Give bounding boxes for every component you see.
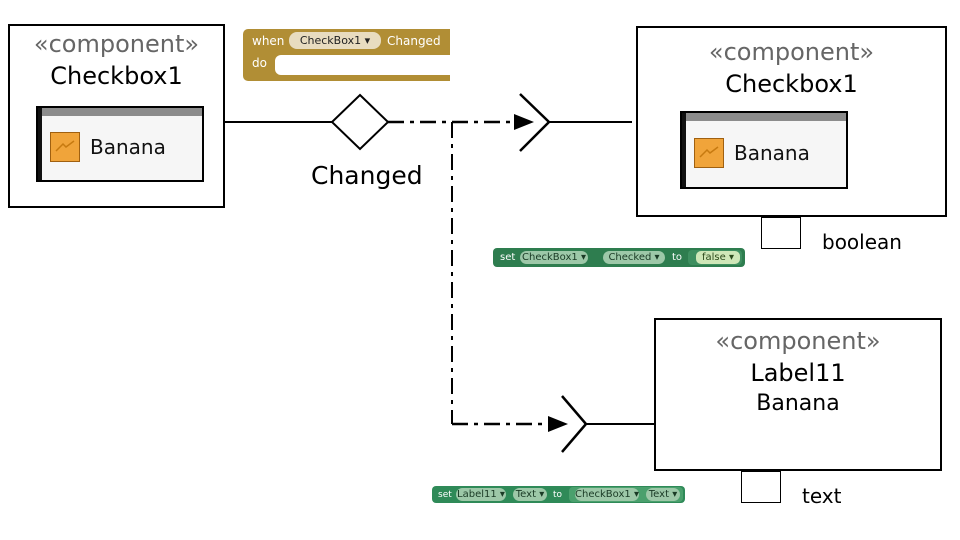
dropdown-arrow-icon: ▾ [672, 489, 678, 500]
do-slot[interactable] [275, 55, 450, 75]
to-keyword: to [553, 490, 563, 500]
source-property-label: Text [648, 489, 669, 500]
stereotype-label: «component» [708, 38, 875, 66]
boolean-value-label: false [701, 252, 726, 263]
widget-top-bar [38, 108, 202, 116]
label-component[interactable]: «component» Label11 Banana [654, 318, 942, 471]
component-dropdown[interactable]: Label11 ▾ [456, 488, 506, 501]
event-label: Changed [311, 161, 423, 190]
component-name: Label11 [750, 359, 846, 387]
checkbox-checked-icon[interactable] [50, 132, 80, 162]
source-property-dropdown[interactable]: Text ▾ [646, 488, 680, 501]
component-name: Checkbox1 [725, 70, 858, 98]
widget-left-bar [682, 113, 686, 187]
checkbox-label: Banana [734, 141, 810, 165]
when-keyword: when [252, 34, 285, 48]
component-name: Checkbox1 [50, 62, 183, 90]
flow-arrowhead-label [548, 416, 568, 432]
checkbox-checked-icon[interactable] [694, 138, 724, 168]
set-keyword: set [438, 490, 452, 500]
event-handler-block[interactable]: when CheckBox1 ▾ Changed do [243, 29, 450, 81]
boolean-port-label: boolean [822, 230, 902, 254]
component-dropdown-label: CheckBox1 [299, 34, 362, 47]
property-dropdown[interactable]: Checked ▾ [603, 251, 665, 264]
dropdown-arrow-icon: ▾ [364, 34, 371, 47]
component-dropdown[interactable]: CheckBox1 ▾ [520, 251, 588, 264]
stereotype-label: «component» [715, 327, 881, 355]
property-dropdown-label: Checked [608, 252, 652, 263]
checkbox-label: Banana [90, 135, 166, 159]
source-component-label: CheckBox1 [575, 489, 631, 500]
widget-top-bar [682, 113, 846, 121]
widget-left-bar [38, 108, 42, 180]
stereotype-label: «component» [33, 30, 200, 58]
label-value: Banana [756, 391, 840, 416]
component-dropdown-label: Label11 [457, 489, 497, 500]
event-diamond [330, 93, 390, 151]
component-dropdown-label: CheckBox1 [522, 252, 578, 263]
flow-arrowhead-checkbox [514, 114, 534, 130]
dropdown-arrow-icon: ▾ [499, 489, 505, 500]
text-port-label: text [802, 484, 842, 508]
component-dropdown[interactable]: CheckBox1 ▾ [289, 32, 381, 49]
set-checked-block[interactable]: set CheckBox1 ▾ Checked ▾ to false ▾ [493, 248, 745, 267]
property-dropdown-label: Text [515, 489, 536, 500]
target-checkbox-component[interactable]: «component» Checkbox1 Banana [636, 26, 947, 217]
do-keyword: do [252, 56, 267, 70]
source-checkbox-component[interactable]: «component» Checkbox1 Banana [8, 24, 225, 208]
text-port[interactable] [741, 471, 781, 503]
event-name: Changed [387, 34, 441, 48]
source-component-dropdown[interactable]: CheckBox1 ▾ [575, 488, 639, 501]
boolean-port[interactable] [761, 217, 801, 249]
to-keyword: to [672, 252, 683, 263]
checkbox-widget[interactable]: Banana [680, 111, 848, 189]
set-text-block[interactable]: set Label11 ▾ Text ▾ to CheckBox1 ▾ Text… [432, 486, 685, 503]
dropdown-arrow-icon: ▾ [654, 252, 660, 263]
dropdown-arrow-icon: ▾ [728, 252, 734, 263]
checkbox-widget[interactable]: Banana [36, 106, 204, 182]
dropdown-arrow-icon: ▾ [633, 489, 639, 500]
boolean-value-dropdown[interactable]: false ▾ [696, 251, 740, 264]
dropdown-arrow-icon: ▾ [580, 252, 586, 263]
property-dropdown[interactable]: Text ▾ [513, 488, 547, 501]
dropdown-arrow-icon: ▾ [539, 489, 545, 500]
set-keyword: set [500, 252, 516, 263]
